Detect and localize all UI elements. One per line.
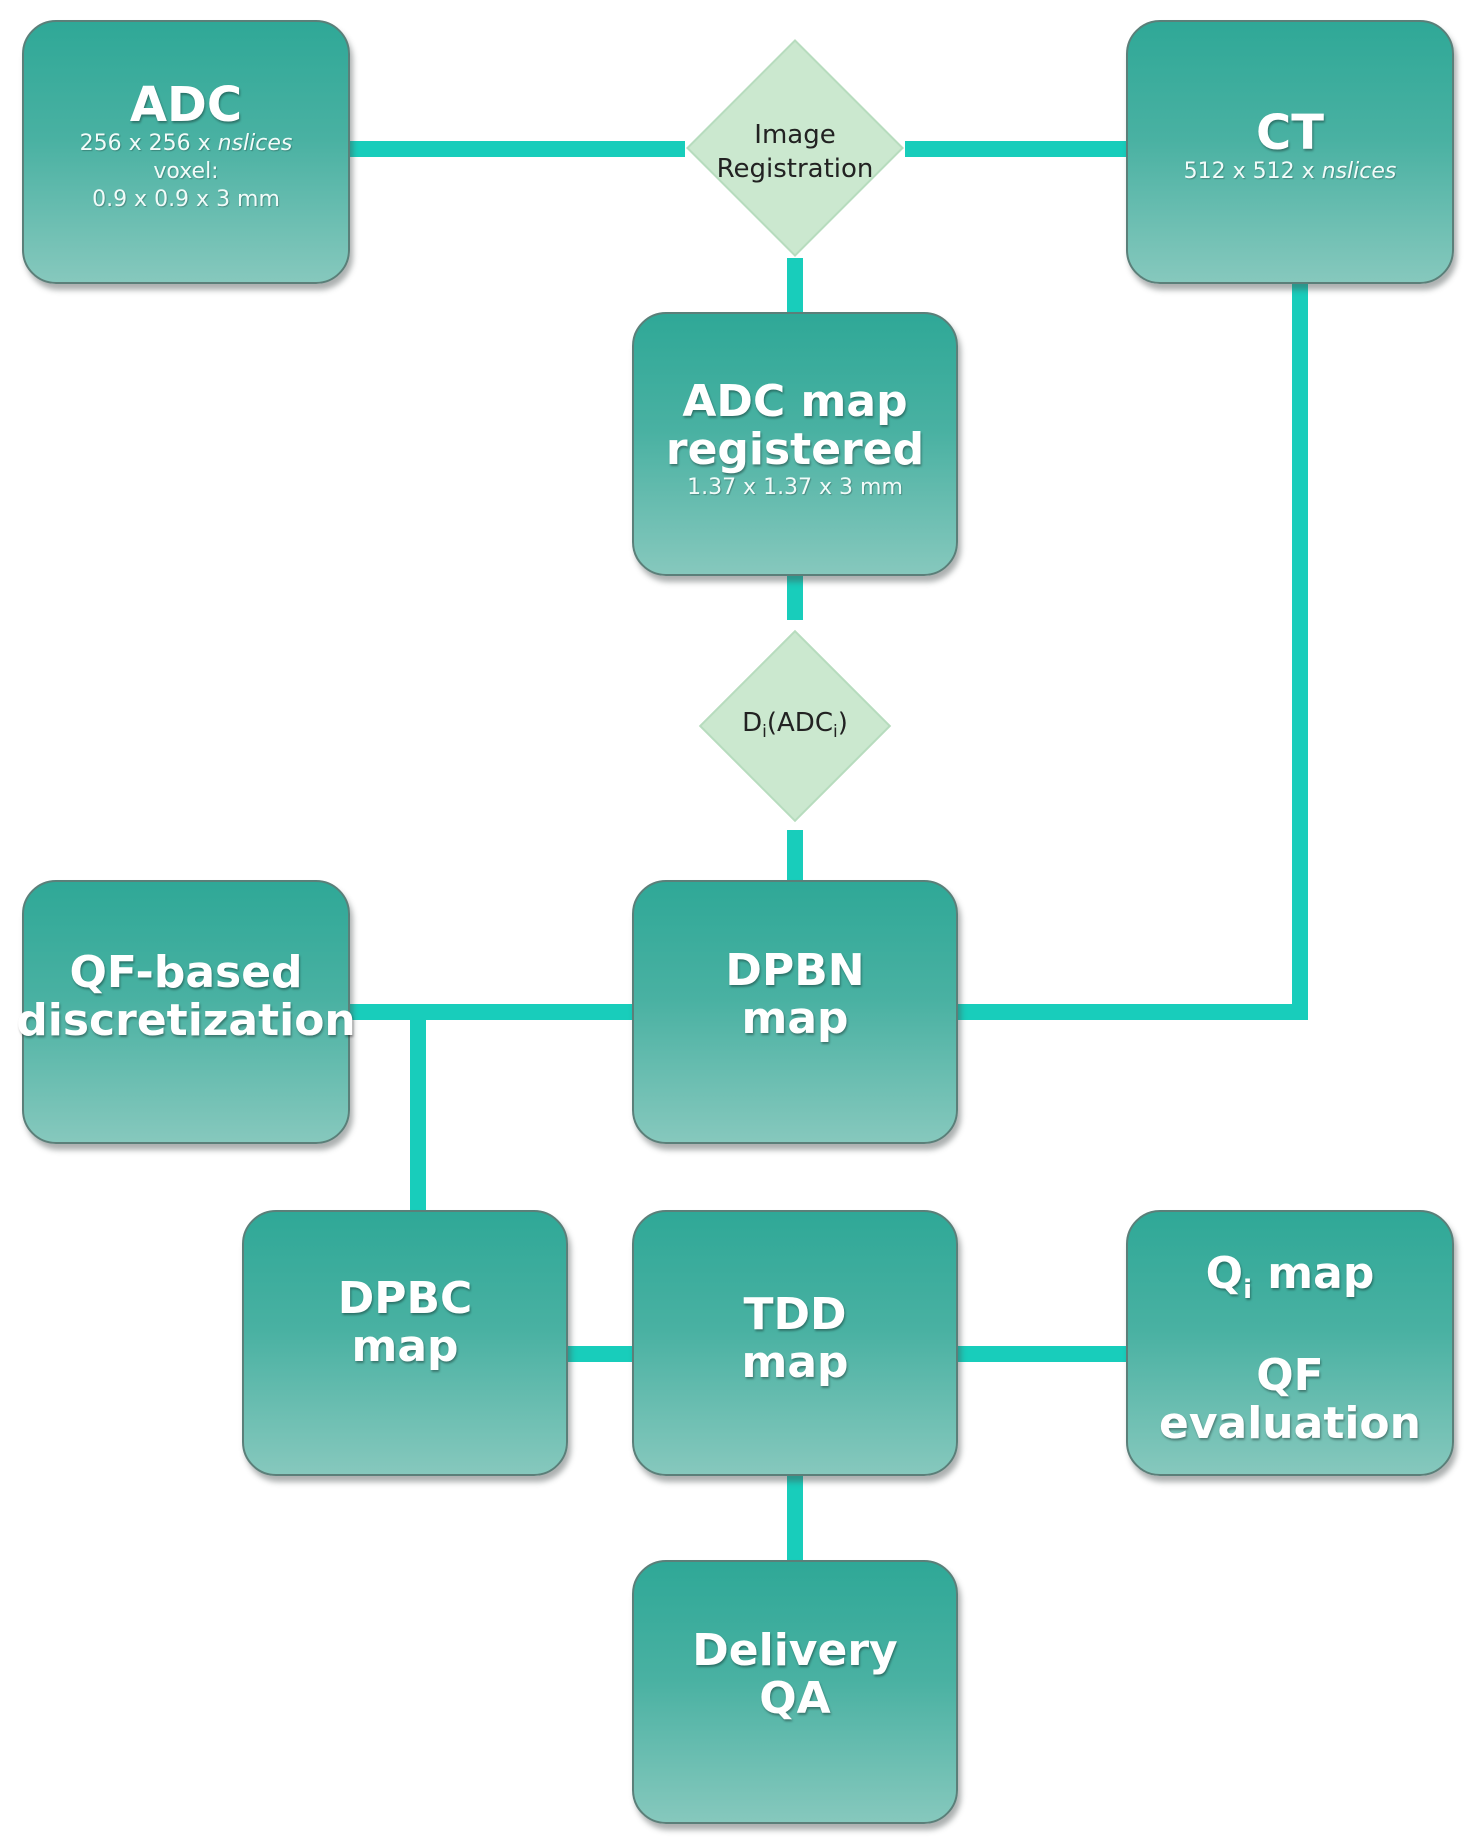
qf-discretization-line1: QF-based (69, 947, 303, 998)
adc-registered-voxel: 1.37 x 1.37 x 3 mm (687, 475, 903, 500)
qi-map-line: Qi map (1206, 1250, 1375, 1314)
ct-box: CT 512 x 512 x nslices (1126, 20, 1454, 284)
dpbn-box: DPBN map (632, 880, 958, 1144)
qi-q-sub: i (1243, 1274, 1252, 1305)
adc-registered-line2: registered (665, 424, 925, 475)
qi-qf-box: Qi map QF evaluation (1126, 1210, 1454, 1476)
di-d-sub: i (762, 722, 767, 743)
ct-title: CT (1256, 105, 1324, 161)
ct-dims-var: nslices (1321, 159, 1397, 184)
tdd-line1: TDD (743, 1289, 847, 1340)
image-registration-line2: Registration (716, 154, 874, 184)
adc-dimensions: 256 x 256 x nslices (80, 130, 293, 158)
dpbc-line1: DPBC (337, 1273, 473, 1324)
qf-discretization-box: QF-based discretization (16, 880, 356, 1144)
dpbn-line2: map (741, 993, 849, 1044)
adc-dims-prefix: 256 x 256 x (79, 131, 218, 156)
dpbc-box: DPBC map (242, 1210, 568, 1476)
qf-eval-line2: QF (1256, 1349, 1324, 1401)
adc-voxel-size: 0.9 x 0.9 x 3 mm (92, 187, 280, 212)
adc-box: ADC 256 x 256 x nslices voxel: 0.9 x 0.9… (22, 20, 350, 284)
di-end: ) (837, 708, 848, 738)
adc-dims-var: nslices (217, 131, 293, 156)
di-adci-label: Di(ADCi) (695, 706, 895, 749)
delivery-qa-line1: Delivery (692, 1625, 898, 1676)
adc-title: ADC (129, 77, 243, 133)
dpbn-line1: DPBN (725, 945, 865, 996)
di-adc-sub: i (832, 722, 838, 743)
di-d: D (742, 708, 763, 738)
ct-dimensions: 512 x 512 x nslices (1184, 158, 1397, 186)
connector-ct-dpbn (958, 284, 1308, 1020)
delivery-qa-box: Delivery QA (632, 1560, 958, 1824)
tdd-line2: map (741, 1337, 849, 1388)
di-mid: (ADC (766, 708, 833, 738)
ct-dims-prefix: 512 x 512 x (1183, 159, 1322, 184)
qi-rest: map (1251, 1248, 1375, 1299)
image-registration-line1: Image (754, 120, 836, 150)
tdd-box: TDD map (632, 1210, 958, 1476)
adc-voxel-label: voxel: (153, 159, 219, 184)
adc-registered-box: ADC map registered 1.37 x 1.37 x 3 mm (632, 312, 958, 576)
image-registration-label: Image Registration (695, 118, 895, 186)
delivery-qa-line2: QA (759, 1673, 831, 1724)
qf-eval-line3: evaluation (1159, 1397, 1421, 1449)
adc-registered-line1: ADC map (682, 376, 908, 427)
dpbc-line2: map (351, 1321, 459, 1372)
qi-q: Q (1205, 1248, 1244, 1299)
qf-discretization-line2: discretization (16, 995, 356, 1046)
